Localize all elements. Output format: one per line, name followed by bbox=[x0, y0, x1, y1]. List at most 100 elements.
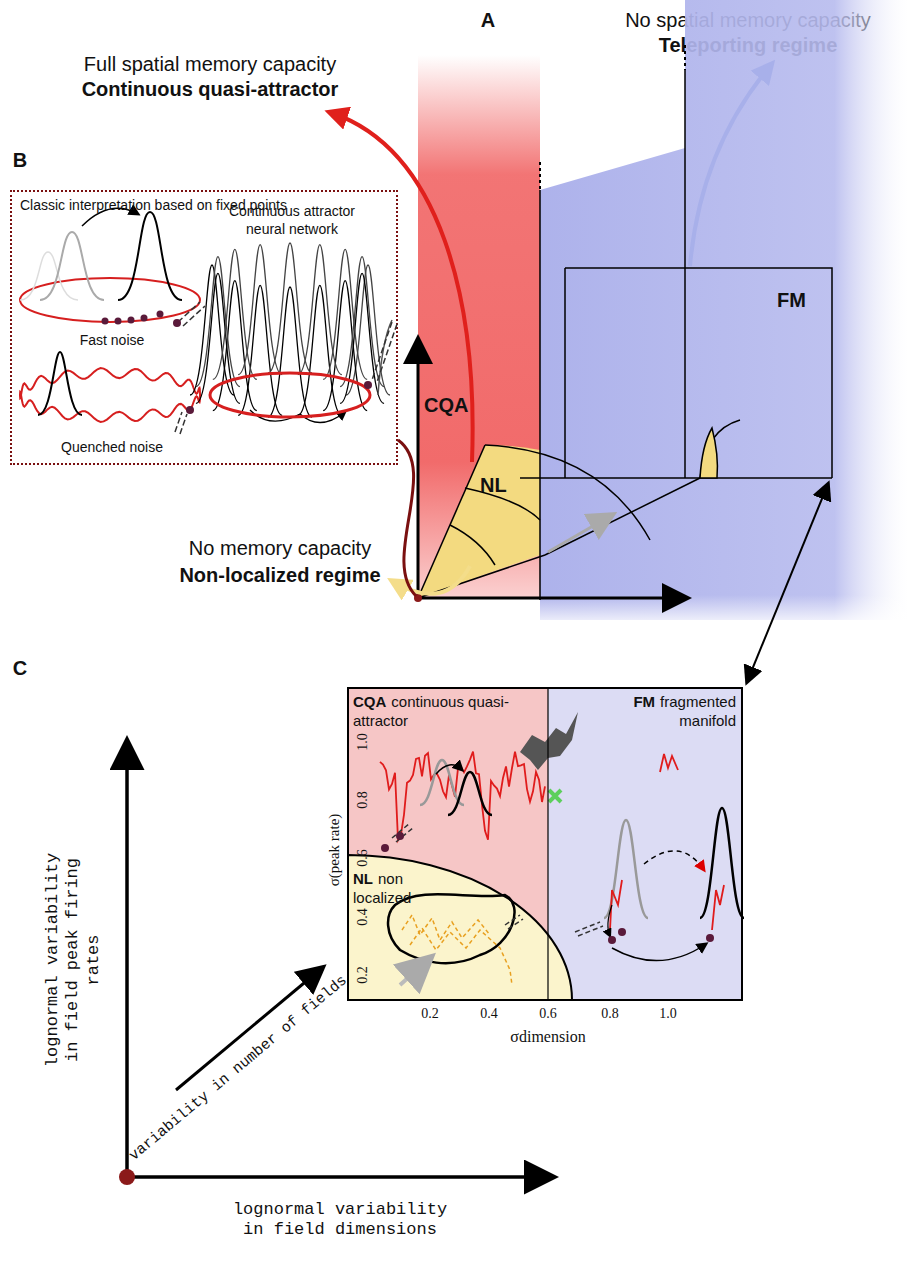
path-shape bbox=[38, 352, 82, 415]
path-shape bbox=[604, 820, 648, 918]
path-shape bbox=[450, 525, 495, 565]
text-anchor: Continuous quasi-attractor bbox=[82, 77, 339, 101]
path-shape bbox=[250, 410, 345, 423]
path-shape bbox=[20, 252, 78, 300]
path-shape bbox=[417, 340, 420, 598]
ellipse-shape bbox=[210, 373, 370, 417]
path-shape bbox=[20, 368, 200, 422]
path-shape bbox=[127, 1175, 552, 1179]
regime-box: FM bbox=[565, 268, 832, 478]
panel-letter: A bbox=[481, 9, 495, 31]
text-anchor: Teleporting regime bbox=[659, 33, 838, 57]
region-label: FM bbox=[777, 289, 806, 311]
text-anchor: No spatial memory capacity bbox=[625, 8, 871, 32]
path-shape bbox=[540, 0, 908, 620]
path-shape bbox=[548, 515, 612, 552]
panel-heading: Classic interpretation based on fixed po… bbox=[20, 197, 287, 213]
path-shape bbox=[660, 754, 678, 772]
axis-title: σdimension bbox=[510, 1028, 585, 1045]
path-shape bbox=[323, 281, 367, 411]
ellipse-shape bbox=[20, 278, 200, 322]
path-shape bbox=[400, 958, 430, 985]
path-shape bbox=[340, 273, 384, 403]
regime-wedge: NL bbox=[418, 445, 540, 598]
path-shape bbox=[684, 268, 686, 478]
callout-text: No memory capacity bbox=[189, 537, 371, 559]
path-shape bbox=[436, 765, 462, 774]
path-shape bbox=[608, 905, 612, 936]
circle-shape bbox=[141, 315, 148, 322]
path-shape bbox=[190, 265, 234, 395]
path-shape bbox=[612, 944, 706, 961]
circle-shape bbox=[414, 594, 422, 602]
circle-shape bbox=[157, 311, 164, 318]
path-shape bbox=[610, 880, 724, 930]
path-shape bbox=[388, 894, 514, 963]
path-shape bbox=[196, 273, 240, 403]
text-anchor: CQA bbox=[424, 393, 468, 417]
circle-shape bbox=[396, 832, 404, 840]
path-shape bbox=[213, 281, 257, 411]
region-label: FM bbox=[633, 693, 655, 710]
g-shape bbox=[102, 311, 373, 415]
text-anchor: Full spatial memory capacity bbox=[84, 52, 336, 76]
tick-label: 0.2 bbox=[421, 1006, 439, 1021]
path-shape bbox=[40, 232, 104, 300]
circle-shape bbox=[102, 318, 109, 325]
text-anchor: Non-localized regime bbox=[179, 563, 380, 587]
dotted-panel: Classic interpretation based on fixed po… bbox=[10, 190, 398, 465]
text-group: FM fragmented manifold bbox=[598, 692, 736, 730]
g-shape bbox=[190, 243, 390, 423]
text-group: CQAcontinuous quasi-attractor bbox=[353, 692, 543, 730]
circle-shape bbox=[119, 1169, 135, 1185]
text-anchor: 0.8 bbox=[353, 791, 372, 809]
text-group: NLnon localized bbox=[353, 869, 433, 907]
region-label: NL bbox=[353, 870, 373, 887]
axis-title: σ(peak rate) bbox=[326, 814, 342, 887]
path-shape bbox=[178, 302, 205, 326]
path-shape bbox=[394, 566, 470, 594]
path-shape bbox=[298, 245, 342, 375]
tick-label: 0.4 bbox=[480, 1006, 498, 1021]
path-shape bbox=[176, 968, 322, 1090]
panel-letter: B bbox=[13, 149, 27, 171]
path-shape bbox=[547, 688, 548, 1000]
plot-region: NLnon localized bbox=[348, 855, 572, 1000]
text-anchor: lognormal variability in field peak firi… bbox=[43, 847, 104, 1073]
text-anchor: 0.6 bbox=[539, 1004, 557, 1023]
text-anchor: 0.2 bbox=[353, 966, 372, 984]
text-anchor: C bbox=[13, 656, 27, 680]
path-shape bbox=[410, 928, 512, 985]
path-shape bbox=[420, 760, 464, 805]
region-description: fragmented manifold bbox=[660, 693, 736, 729]
text-anchor: 0.2 bbox=[421, 1004, 439, 1023]
illustration-caption: Fast noise bbox=[80, 332, 145, 348]
path-shape bbox=[565, 268, 832, 478]
path-shape bbox=[644, 851, 704, 870]
path-shape bbox=[700, 428, 717, 478]
path-shape bbox=[175, 412, 187, 434]
path-shape bbox=[380, 752, 545, 841]
callout-text: Full spatial memory capacity bbox=[84, 53, 336, 75]
path-shape bbox=[418, 597, 686, 600]
path-shape bbox=[540, 70, 685, 600]
path-shape bbox=[690, 66, 770, 266]
text-anchor: 0.4 bbox=[353, 908, 372, 926]
text-anchor: 1.0 bbox=[659, 1004, 677, 1023]
text-anchor: No memory capacity bbox=[189, 536, 371, 560]
path-shape bbox=[346, 265, 390, 395]
circle-shape bbox=[186, 406, 194, 414]
path-shape bbox=[398, 440, 416, 596]
text-anchor: σ(peak rate) bbox=[325, 814, 343, 887]
tick-label: 0.8 bbox=[355, 791, 370, 809]
node-shape bbox=[348, 855, 572, 1000]
path-shape bbox=[332, 113, 473, 462]
path-shape bbox=[268, 287, 312, 417]
path-shape bbox=[238, 285, 282, 415]
path-shape bbox=[392, 823, 414, 842]
node-shape bbox=[418, 445, 540, 598]
path-shape bbox=[323, 249, 367, 379]
path-shape bbox=[465, 488, 540, 520]
